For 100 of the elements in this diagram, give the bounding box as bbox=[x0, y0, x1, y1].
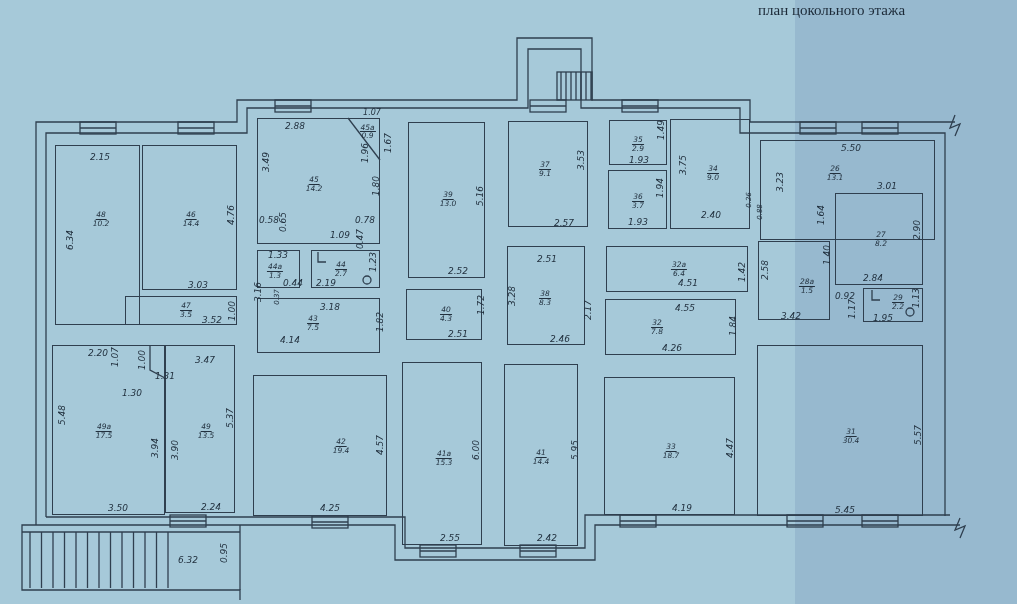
dimension-label: 5.37 bbox=[225, 408, 235, 428]
room-outline bbox=[507, 246, 585, 345]
room-outline bbox=[670, 119, 750, 229]
dimension-label: 5.57 bbox=[913, 425, 923, 445]
dimension-label: 2.24 bbox=[201, 502, 221, 512]
dimension-label: 3.42 bbox=[781, 311, 801, 321]
dimension-label: 3.16 bbox=[253, 282, 263, 302]
dimension-label: 3.01 bbox=[877, 181, 897, 191]
dimension-label: 1.00 bbox=[227, 301, 237, 321]
dimension-label: 1.07 bbox=[363, 109, 381, 117]
room-outline bbox=[863, 288, 923, 322]
room-outline bbox=[760, 140, 935, 240]
dimension-label: 3.03 bbox=[188, 280, 208, 290]
dimension-label: 3.94 bbox=[150, 438, 160, 458]
dimension-label: 4.51 bbox=[678, 278, 698, 288]
dimension-label: 2.51 bbox=[448, 329, 468, 339]
dimension-label: 2.55 bbox=[440, 533, 460, 543]
dimension-label: 1.96 bbox=[360, 143, 370, 163]
dimension-label: 1.40 bbox=[822, 245, 832, 265]
room-outline bbox=[605, 299, 736, 355]
dimension-label: 3.18 bbox=[320, 302, 340, 312]
dimension-label: 4.76 bbox=[226, 205, 236, 225]
dimension-label: 1.33 bbox=[268, 250, 288, 260]
dimension-label: 1.00 bbox=[137, 350, 147, 370]
room-outline bbox=[608, 170, 667, 229]
dimension-label: 1.67 bbox=[383, 133, 393, 153]
dimension-label: 6.32 bbox=[178, 555, 198, 565]
dimension-label: 3.90 bbox=[170, 440, 180, 460]
dimension-label: 0.65 bbox=[278, 212, 288, 232]
dimension-label: 4.57 bbox=[375, 435, 385, 455]
dimension-label: 1.09 bbox=[330, 230, 350, 240]
room-outline bbox=[406, 289, 482, 340]
room-outline bbox=[758, 241, 830, 320]
room-outline bbox=[125, 296, 237, 325]
dimension-label: 0.95 bbox=[219, 543, 229, 563]
dimension-label: 1.72 bbox=[476, 295, 486, 315]
room-outline bbox=[55, 145, 140, 325]
dimension-label: 5.45 bbox=[835, 505, 855, 515]
dimension-label: 0.78 bbox=[355, 215, 375, 225]
room-outline bbox=[142, 145, 237, 290]
dimension-label: 4.25 bbox=[320, 503, 340, 513]
dimension-label: 2.40 bbox=[701, 210, 721, 220]
dimension-label: 2.42 bbox=[537, 533, 557, 543]
dimension-label: 2.90 bbox=[912, 220, 922, 240]
dimension-label: 1.17 bbox=[847, 299, 857, 319]
dimension-label: 1.95 bbox=[873, 313, 893, 323]
room-outline bbox=[402, 362, 482, 545]
dimension-label: 1.07 bbox=[110, 347, 120, 367]
dimension-label: 1.13 bbox=[911, 288, 921, 308]
dimension-label: 1.49 bbox=[656, 120, 666, 140]
dimension-label: 2.52 bbox=[448, 266, 468, 276]
dimension-label: 6.00 bbox=[471, 440, 481, 460]
dimension-label: 1.80 bbox=[371, 176, 381, 196]
dimension-label: 2.88 bbox=[285, 121, 305, 131]
plan-title: план цокольного этажа bbox=[758, 3, 906, 18]
dimension-label: 2.58 bbox=[760, 260, 770, 280]
dimension-label: 2.15 bbox=[90, 152, 110, 162]
dimension-label: 2.17 bbox=[583, 300, 593, 320]
dimension-label: 3.28 bbox=[507, 286, 517, 306]
dimension-label: 1.30 bbox=[122, 388, 142, 398]
dimension-label: 4.19 bbox=[672, 503, 692, 513]
room-outline bbox=[408, 122, 485, 278]
dimension-label: 1.94 bbox=[655, 178, 665, 198]
dimension-label: 1.64 bbox=[816, 205, 826, 225]
dimension-label: 2.20 bbox=[88, 348, 108, 358]
room-outline bbox=[253, 375, 387, 516]
dimension-label: 1.93 bbox=[629, 155, 649, 165]
dimension-label: 5.50 bbox=[841, 143, 861, 153]
room-outline bbox=[504, 364, 578, 546]
dimension-label: 4.26 bbox=[662, 343, 682, 353]
dimension-label: 0.58 bbox=[259, 215, 279, 225]
dimension-label: 4.47 bbox=[725, 438, 735, 458]
dimension-label: 1.23 bbox=[368, 252, 378, 272]
room-outline bbox=[757, 345, 923, 516]
dimension-label: 4.55 bbox=[675, 303, 695, 313]
dimension-label: 3.49 bbox=[261, 152, 271, 172]
dimension-label: 3.47 bbox=[195, 355, 215, 365]
dimension-label: 2.46 bbox=[550, 334, 570, 344]
room-outline bbox=[311, 250, 380, 288]
dimension-label: 2.51 bbox=[537, 254, 557, 264]
room-outline bbox=[606, 246, 748, 292]
dimension-label: 5.95 bbox=[570, 440, 580, 460]
room-outline bbox=[609, 120, 667, 165]
dimension-label: 5.48 bbox=[57, 405, 67, 425]
dimension-label: 3.52 bbox=[202, 315, 222, 325]
room-outline bbox=[604, 377, 735, 515]
dimension-label: 5.16 bbox=[475, 186, 485, 206]
dimension-label: 3.75 bbox=[678, 155, 688, 175]
dimension-label: 1.84 bbox=[728, 316, 738, 336]
dimension-label: 3.23 bbox=[775, 172, 785, 192]
dimension-label: 2.57 bbox=[554, 218, 574, 228]
dimension-label: 6.34 bbox=[65, 230, 75, 250]
room-outline bbox=[835, 193, 923, 285]
dimension-label: 2.19 bbox=[316, 278, 336, 288]
dimension-label: 2.84 bbox=[863, 273, 883, 283]
room-outline bbox=[508, 121, 588, 227]
dimension-label: 3.50 bbox=[108, 503, 128, 513]
dimension-label: 1.93 bbox=[628, 217, 648, 227]
dimension-label: 1.42 bbox=[737, 262, 747, 282]
dimension-label: 1.82 bbox=[375, 312, 385, 332]
